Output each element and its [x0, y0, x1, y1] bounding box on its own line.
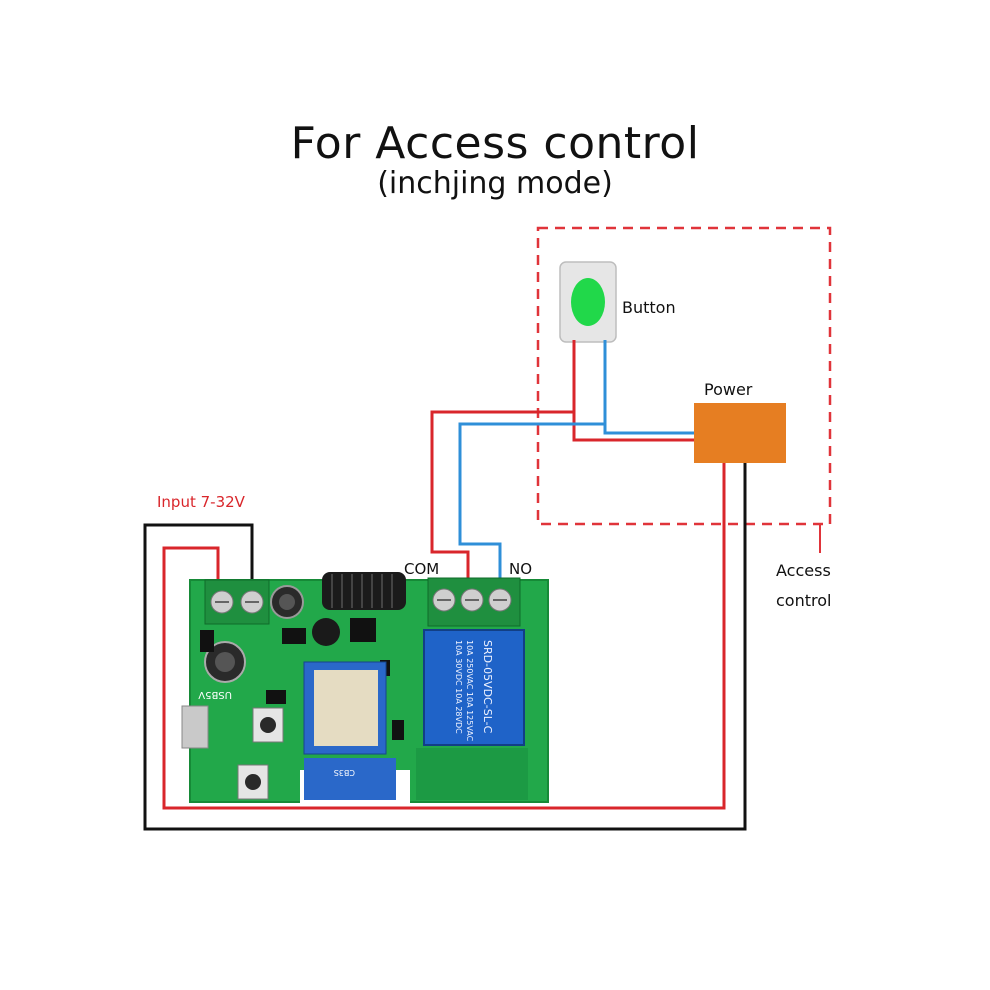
com-label: COM [404, 560, 439, 578]
blue-wire-no-button [458, 340, 607, 578]
inductor [312, 618, 340, 646]
antenna-coil [322, 572, 406, 610]
relay-rating-text-1: 10A 250VAC 10A 125VAC [465, 640, 474, 742]
red-wire-button-power [572, 412, 694, 442]
relay-board [181, 572, 549, 804]
button-label: Button [622, 298, 676, 317]
red-wire-com-button [430, 340, 576, 578]
relay [423, 629, 525, 746]
power-box [694, 403, 786, 463]
module-silkscreen: CB3S [334, 768, 355, 777]
relay-rating-text-2: 10A 30VDC 10A 28VDC [454, 640, 463, 734]
blue-wire-button-power [603, 424, 694, 435]
usb-silkscreen: USB5V [198, 689, 232, 700]
usb-port [181, 705, 209, 749]
access-control-box [536, 226, 832, 526]
input-voltage-label: Input 7-32V [157, 493, 246, 511]
diagram-title: For Access control [290, 118, 700, 169]
diagram-subtitle: (inchjing mode) [377, 166, 613, 201]
black-wire-power-board [143, 463, 747, 831]
no-label: NO [509, 560, 532, 578]
access-control-label-1: Access [776, 561, 831, 580]
access-control-label-2: control [776, 591, 831, 610]
power-label: Power [704, 380, 753, 399]
button-led [571, 278, 605, 326]
relay-model-text: SRD-05VDC-SL-C [481, 640, 494, 734]
red-wire-power-board [162, 463, 726, 810]
